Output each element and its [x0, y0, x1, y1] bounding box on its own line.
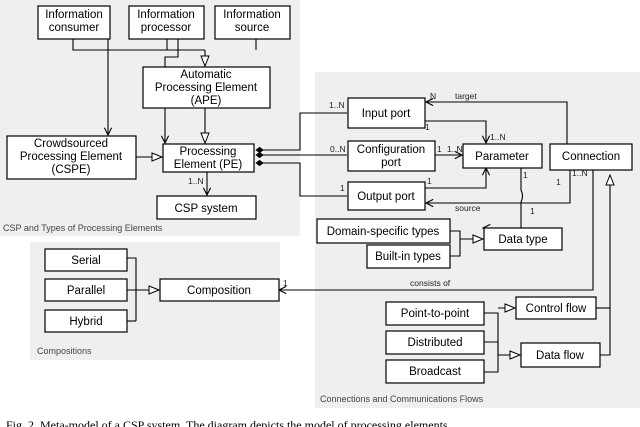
group-csp-label: CSP and Types of Processing Elements [3, 223, 163, 233]
label-target: target [455, 91, 477, 101]
edge-consumer [72, 39, 205, 51]
label-connection-one: 1 [556, 177, 561, 187]
svg-text:Point-to-point: Point-to-point [401, 308, 470, 320]
label-input-mult-left: 1..N [329, 100, 345, 110]
group-connections-label: Connections and Communications Flows [320, 394, 484, 404]
label-config-one: 1 [437, 144, 442, 154]
label-input-one: 1 [425, 122, 430, 132]
svg-text:Broadcast: Broadcast [409, 366, 462, 378]
svg-text:Hybrid: Hybrid [69, 316, 102, 328]
box-parallel: Parallel [44, 278, 128, 302]
box-hybrid: Hybrid [44, 309, 128, 333]
edge-connection-to-composition [279, 170, 594, 290]
svg-text:Input port: Input port [362, 108, 411, 120]
svg-text:Data flow: Data flow [536, 350, 585, 362]
svg-text:Parameter: Parameter [475, 151, 529, 163]
label-source: source [455, 203, 481, 213]
box-control-flow: Control flow [515, 296, 597, 320]
box-point-to-point: Point-to-point [385, 301, 485, 326]
box-connection: Connection [549, 143, 633, 171]
label-param-mult-top: 1..N [490, 132, 506, 142]
edge-pe-input [255, 112, 347, 154]
box-built-in-types: Built-in types [366, 244, 451, 269]
figure-caption: Fig. 2. Meta-model of a CSP system. The … [6, 418, 448, 427]
svg-text:Parallel: Parallel [67, 285, 105, 297]
edge-conn-target [426, 102, 568, 145]
svg-text:Output port: Output port [357, 191, 415, 203]
edge-builtin-types [450, 247, 461, 257]
edge-output-to-param [425, 168, 486, 189]
edge-param-to-datatype [483, 168, 524, 228]
edge-p2p [484, 312, 499, 355]
box-output-port: Output port [347, 181, 426, 211]
edges [72, 39, 611, 373]
box-csp-system: CSP system [156, 195, 257, 220]
box-data-type: Data type [483, 227, 563, 251]
svg-text:Domain-specific types: Domain-specific types [327, 226, 440, 238]
svg-text:Serial: Serial [71, 255, 100, 267]
label-connection-mult: 1..N [572, 168, 588, 178]
edge-distributed-to-data [484, 341, 520, 355]
box-broadcast: Broadcast [385, 359, 485, 384]
box-distributed: Distributed [385, 330, 485, 355]
group-compositions-label: Compositions [37, 346, 92, 356]
edge-pe-output [255, 159, 347, 197]
label-consists-of: consists of [410, 278, 451, 288]
edge-domain-types [450, 230, 461, 247]
label-param-config-mult: 1..N [447, 144, 463, 154]
svg-text:Built-in types: Built-in types [375, 251, 441, 263]
label-composition-one: 1 [283, 278, 288, 288]
box-domain-specific-types: Domain-specific types [316, 218, 451, 244]
label-pe-csp-mult: 1..N [188, 176, 204, 186]
label-datatype-one: 1 [530, 206, 535, 216]
label-output-one-left: 1 [340, 183, 345, 193]
svg-text:Data type: Data type [498, 234, 547, 246]
box-serial: Serial [44, 248, 128, 272]
box-parameter: Parameter [462, 143, 543, 169]
label-config-mult-left: 0..N [330, 144, 346, 154]
box-input-port: Input port [347, 97, 426, 129]
edge-input-to-param [425, 120, 486, 143]
svg-text:CSP system: CSP system [174, 203, 237, 215]
edge-conn-source [426, 170, 571, 203]
edge-broadcast [484, 355, 499, 373]
edge-serial [127, 257, 137, 321]
svg-text:Distributed: Distributed [408, 337, 463, 349]
edge-labels: 1..N 1..N N target 1 1..N 0..N 1 1..N 1 … [188, 91, 588, 288]
label-input-mult-right: N [430, 91, 436, 101]
box-data-flow: Data flow [520, 342, 601, 368]
svg-text:Control flow: Control flow [526, 303, 587, 315]
label-param-one: 1 [523, 170, 528, 180]
box-composition: Composition [159, 278, 280, 302]
label-output-one-right: 1 [427, 176, 432, 186]
svg-text:Composition: Composition [187, 285, 251, 297]
edge-data-to-connection [600, 192, 611, 356]
svg-text:Connection: Connection [562, 151, 620, 163]
